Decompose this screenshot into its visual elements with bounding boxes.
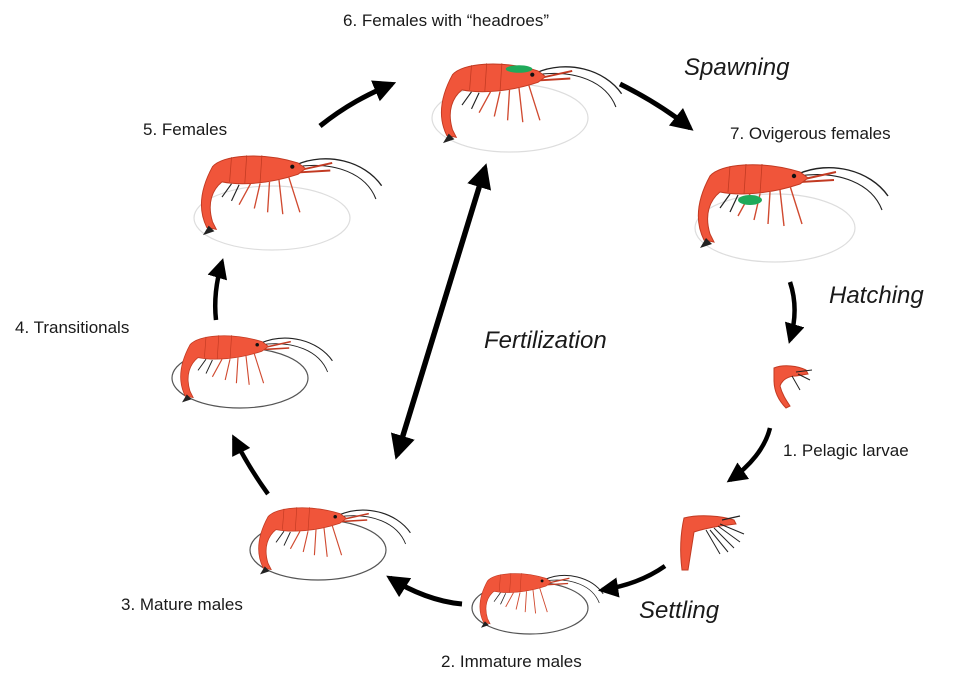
arrow-postlarva-to-2 [602, 566, 665, 590]
stage-label-1: 1. Pelagic larvae [783, 442, 909, 459]
stage7-base [695, 194, 855, 262]
stage-label-5: 5. Females [143, 121, 227, 138]
arrow-7-to-1 [790, 282, 795, 340]
shrimp-postlarva [681, 516, 744, 570]
arrow-5-to-6 [320, 84, 392, 126]
stage-label-6: 6. Females with “headroes” [343, 12, 549, 29]
stage-label-7: 7. Ovigerous females [730, 125, 891, 142]
process-label-hatching: Hatching [829, 284, 924, 308]
arrow-1-to-postlarva [730, 428, 770, 480]
stage-label-4: 4. Transitionals [15, 319, 129, 336]
arrow-6-to-7 [620, 84, 690, 128]
stage-label-2: 2. Immature males [441, 653, 582, 670]
process-label-fertilization: Fertilization [484, 329, 607, 353]
arrow-2-to-3 [390, 578, 462, 604]
stage-label-3: 3. Mature males [121, 596, 243, 613]
arrow-4-to-5 [215, 262, 222, 320]
process-label-settling: Settling [639, 599, 719, 623]
process-label-spawning: Spawning [684, 56, 789, 80]
stage5-base [194, 186, 350, 250]
shrimp-larva [774, 366, 812, 408]
arrow-3-to-4 [234, 438, 268, 494]
arrow-fertilization [397, 168, 485, 455]
